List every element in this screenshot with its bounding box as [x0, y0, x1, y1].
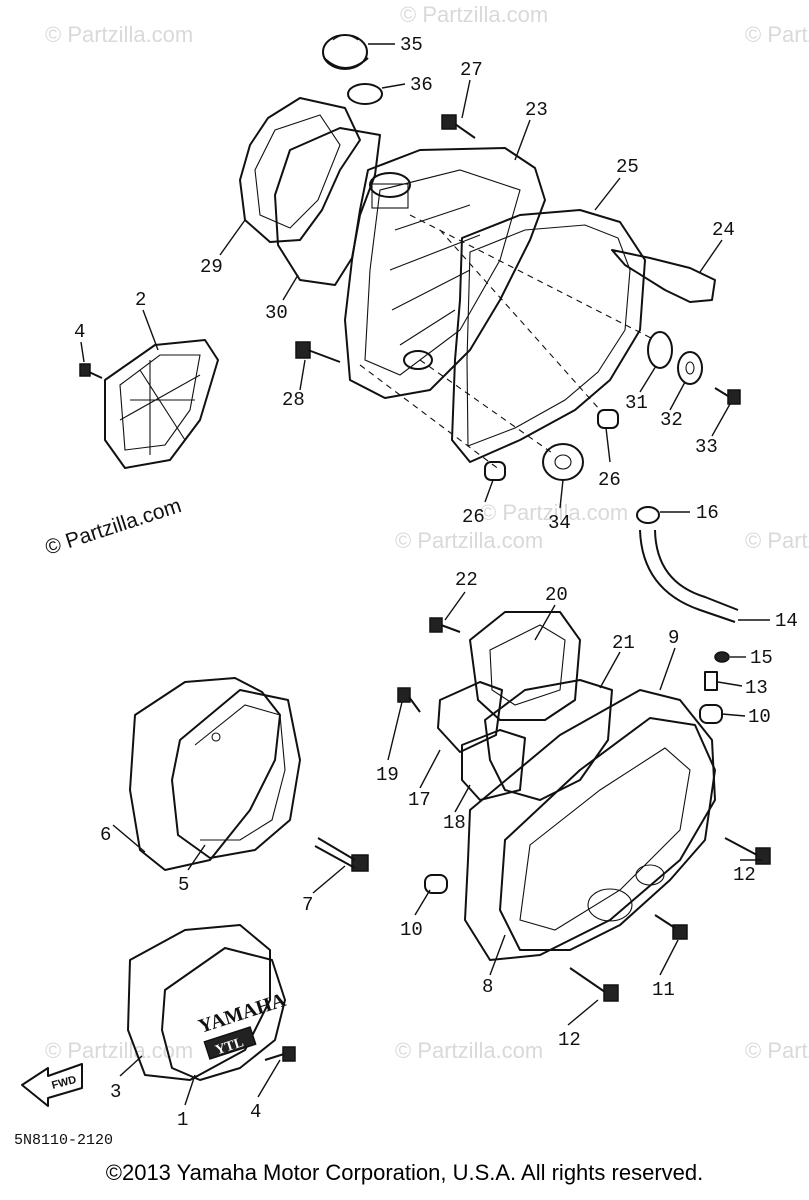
part-housing-20	[469, 611, 581, 721]
fwd-arrow-icon: FWD	[21, 1063, 83, 1107]
part-clamp-16	[636, 506, 660, 524]
callout-35: 35	[400, 34, 423, 56]
copyright-notice: ©2013 Yamaha Motor Corporation, U.S.A. A…	[105, 1160, 704, 1185]
callout-19: 19	[376, 764, 399, 786]
watermark: © Partzilla.com	[745, 22, 809, 47]
callout-18: 18	[443, 812, 466, 834]
part-hose-14	[639, 529, 739, 623]
part-gasket-25	[451, 209, 646, 463]
part-cover-1	[161, 947, 286, 1081]
callout-27: 27	[460, 59, 483, 81]
callout-13: 13	[745, 677, 768, 699]
part-bolt-27	[441, 114, 476, 139]
part-bolt-28	[295, 341, 341, 363]
callout-5: 5	[178, 874, 189, 896]
watermark: © Partzilla.com	[395, 1038, 543, 1063]
fwd-label: FWD	[50, 1074, 77, 1092]
callout-23: 23	[525, 99, 548, 121]
callout-29: 29	[200, 256, 223, 278]
callout-33: 33	[695, 436, 718, 458]
callout-3: 3	[110, 1081, 121, 1103]
watermark: © Partzilla.com	[745, 1038, 809, 1063]
part-bracket-18	[461, 729, 526, 801]
callout-22: 22	[455, 569, 478, 591]
callout-31: 31	[625, 392, 648, 414]
watermark-layer: © Partzilla.com © Partzilla.com © Partzi…	[45, 2, 809, 1063]
part-gasket-30	[274, 127, 381, 286]
diagram-code: 5N8110-2120	[14, 1132, 113, 1149]
part-cap-10	[699, 704, 723, 724]
part-dowel-26	[597, 409, 619, 429]
callout-4: 4	[250, 1101, 261, 1123]
part-bracket-17	[437, 681, 503, 753]
part-oil-filler-cap	[322, 34, 369, 70]
part-screw-4-bottom	[264, 1046, 296, 1062]
part-bolt-33	[714, 387, 741, 405]
callout-20: 20	[545, 584, 568, 606]
callout-4: 4	[74, 321, 85, 343]
watermark: © Partzilla.com	[745, 528, 809, 553]
part-bolt-12	[569, 967, 619, 1002]
watermark: © Partzilla.com	[400, 2, 548, 27]
callout-14: 14	[775, 610, 798, 632]
part-gasket-9	[464, 689, 716, 961]
callout-10: 10	[748, 706, 771, 728]
part-cover-8	[499, 717, 716, 951]
callout-16: 16	[696, 502, 719, 524]
callout-21: 21	[612, 632, 635, 654]
part-gear-34	[542, 443, 584, 481]
part-bolt-22	[429, 617, 461, 633]
part-cover-24	[611, 249, 716, 303]
watermark: © Partzilla.com	[480, 500, 628, 525]
part-nut-15	[714, 651, 730, 663]
part-gasket-6	[129, 677, 281, 871]
part-seal-31	[647, 331, 673, 369]
callout-9: 9	[668, 627, 679, 649]
callout-25: 25	[616, 156, 639, 178]
part-crankcase-cover-23	[344, 147, 546, 399]
callout-24: 24	[712, 219, 735, 241]
part-o-ring	[347, 83, 383, 105]
callout-7: 7	[302, 894, 313, 916]
part-cover-5	[171, 689, 301, 859]
part-bolt-19	[397, 687, 421, 713]
callout-32: 32	[660, 409, 683, 431]
part-bolt-11	[654, 914, 688, 940]
watermark: © Partzilla.com	[395, 528, 543, 553]
callout-26: 26	[462, 506, 485, 528]
callout-lines	[80, 43, 770, 1106]
part-dowel-26	[484, 461, 506, 481]
part-washer-32	[677, 351, 703, 385]
part-fitting-13	[704, 671, 718, 691]
callout-15: 15	[750, 647, 773, 669]
callout-8: 8	[482, 976, 493, 998]
callout-17: 17	[408, 789, 431, 811]
partzilla-site-label: © Partzilla.com	[42, 494, 184, 560]
callout-26: 26	[598, 469, 621, 491]
right-cover-assembly	[397, 506, 771, 1002]
callout-30: 30	[265, 302, 288, 324]
watermark: © Partzilla.com	[45, 1038, 193, 1063]
callout-labels: 35 36 27 23 25 24 29 30 2 4 28 31 32 33 …	[74, 34, 798, 1131]
callout-12: 12	[733, 864, 756, 886]
part-gasket-3	[127, 924, 271, 1081]
part-screw-4-top	[79, 363, 103, 379]
callout-12: 12	[558, 1029, 581, 1051]
callout-1: 1	[177, 1109, 188, 1131]
callout-34: 34	[548, 512, 571, 534]
callout-2: 2	[135, 289, 146, 311]
callout-6: 6	[100, 824, 111, 846]
part-cover-2	[104, 339, 219, 469]
part-cap-10	[424, 874, 448, 894]
watermark: © Partzilla.com	[45, 22, 193, 47]
callout-36: 36	[410, 74, 433, 96]
part-bolt-7	[314, 837, 369, 872]
callout-10: 10	[400, 919, 423, 941]
callout-11: 11	[652, 979, 675, 1001]
part-gasket-29	[239, 97, 361, 243]
callout-28: 28	[282, 389, 305, 411]
